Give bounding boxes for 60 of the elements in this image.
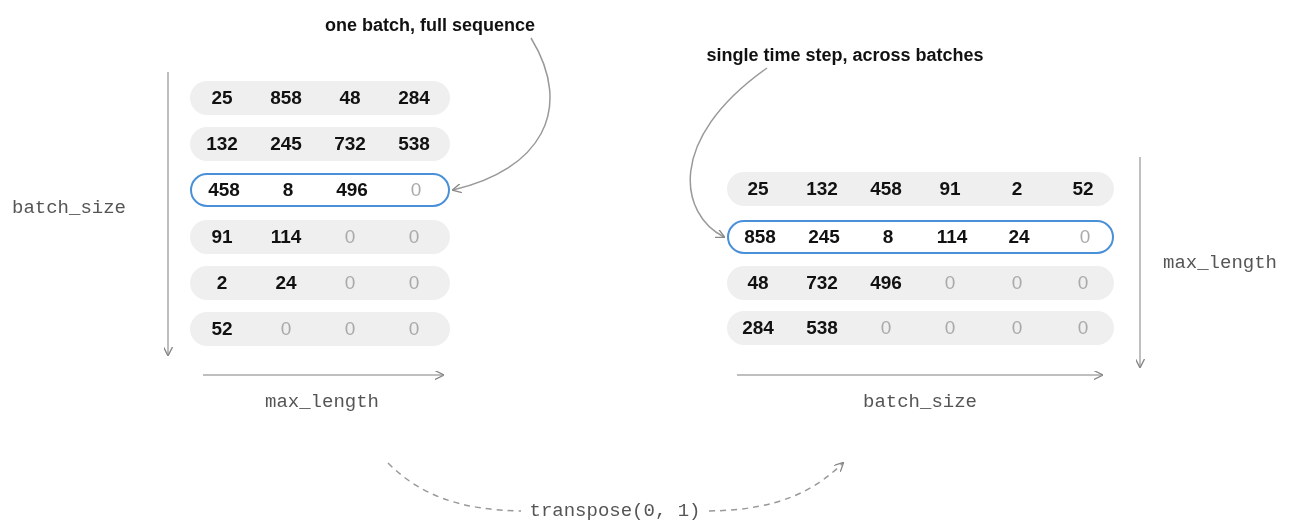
cell-value: 732 — [334, 133, 366, 155]
cell-value: 24 — [275, 272, 297, 294]
highlighted-row — [727, 220, 1114, 254]
cell-value: 0 — [344, 318, 356, 340]
cell-value: 52 — [211, 318, 233, 340]
leader-arrow — [689, 67, 768, 239]
cell-value: 132 — [206, 133, 238, 155]
cell-value: 24 — [1008, 226, 1030, 248]
cell-value: 284 — [398, 87, 430, 109]
cell-value: 91 — [939, 178, 961, 200]
cell-value: 0 — [1077, 272, 1089, 294]
cell-value: 0 — [408, 226, 420, 248]
cell-value: 458 — [208, 179, 240, 201]
cell-value: 48 — [339, 87, 361, 109]
cell-value: 732 — [806, 272, 838, 294]
callout-text: single time step, across batches — [706, 45, 984, 66]
cell-value: 0 — [944, 317, 956, 339]
cell-value: 0 — [880, 317, 892, 339]
cell-value: 0 — [1079, 226, 1091, 248]
operation-label: transpose(0, 1) — [529, 500, 701, 522]
cell-value: 496 — [336, 179, 368, 201]
callout-text: one batch, full sequence — [325, 15, 535, 36]
leader-arrow — [451, 37, 551, 193]
cell-value: 538 — [398, 133, 430, 155]
cell-value: 8 — [282, 179, 294, 201]
cell-value: 8 — [882, 226, 894, 248]
cell-value: 858 — [270, 87, 302, 109]
cell-value: 25 — [747, 178, 769, 200]
cell-value: 48 — [747, 272, 769, 294]
dashed-arrow — [708, 461, 845, 512]
cell-value: 2 — [216, 272, 228, 294]
cell-value: 0 — [408, 318, 420, 340]
cell-value: 0 — [1011, 317, 1023, 339]
cell-value: 0 — [344, 272, 356, 294]
cell-value: 2 — [1011, 178, 1023, 200]
cell-value: 0 — [1011, 272, 1023, 294]
cell-value: 132 — [806, 178, 838, 200]
cell-value: 0 — [1077, 317, 1089, 339]
cell-value: 0 — [280, 318, 292, 340]
cell-value: 0 — [344, 226, 356, 248]
cell-value: 458 — [870, 178, 902, 200]
highlighted-row — [190, 173, 450, 207]
cell-value: 114 — [936, 226, 968, 248]
cell-value: 0 — [944, 272, 956, 294]
cell-value: 52 — [1072, 178, 1094, 200]
cell-value: 245 — [808, 226, 840, 248]
cell-value: 25 — [211, 87, 233, 109]
axis-label: max_length — [265, 391, 379, 413]
cell-value: 284 — [742, 317, 774, 339]
axis-label: max_length — [1163, 252, 1278, 274]
cell-value: 496 — [870, 272, 902, 294]
cell-value: 538 — [806, 317, 838, 339]
cell-value: 0 — [410, 179, 422, 201]
cell-value: 114 — [270, 226, 302, 248]
cell-value: 245 — [270, 133, 302, 155]
axis-label: batch_size — [863, 391, 977, 413]
cell-value: 91 — [211, 226, 233, 248]
cell-value: 0 — [408, 272, 420, 294]
cell-value: 858 — [744, 226, 776, 248]
axis-label: batch_size — [12, 197, 127, 219]
